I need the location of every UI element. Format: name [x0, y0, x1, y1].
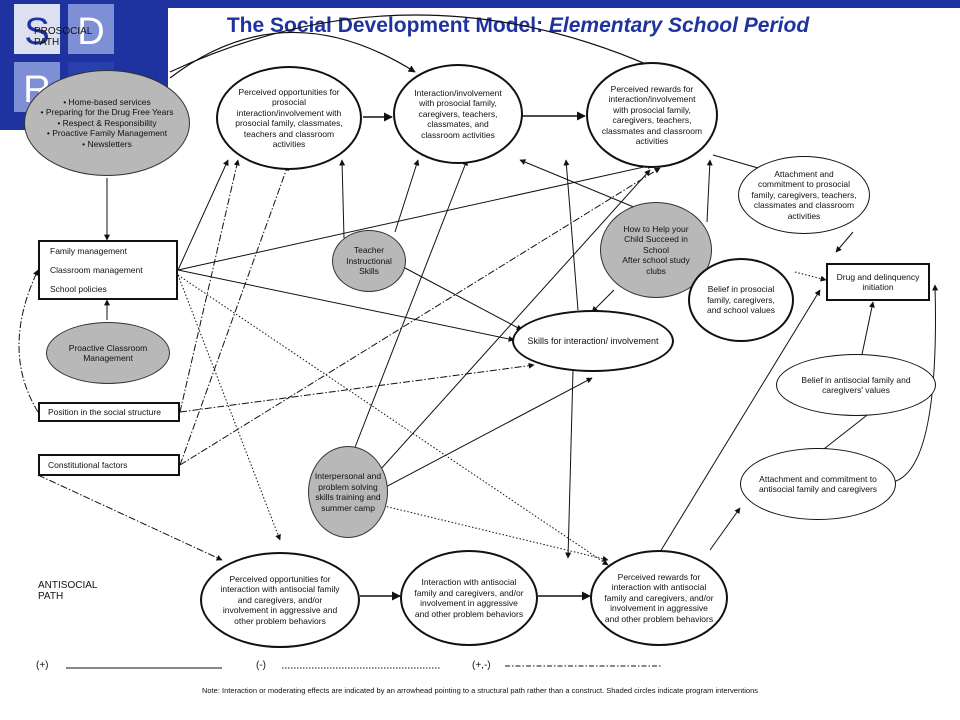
intervention-interpersonal-skills: Interpersonal and problem solving skills… [308, 446, 388, 538]
logo-letter-s: S [24, 11, 49, 53]
intervention-teacher-skills: Teacher Instructional Skills [332, 230, 406, 292]
antisocial-path-label: ANTISOCIAL PATH [38, 580, 98, 602]
attachment-antisocial: Attachment and commitment to antisocial … [740, 448, 896, 520]
intervention-home-based-services: • Home-based services • Preparing for th… [24, 70, 190, 176]
position-social-structure: Position in the social structure [38, 402, 180, 422]
perceived-opportunities-prosocial: Perceived opportunities for prosocial in… [216, 66, 362, 170]
perceived-opportunities-antisocial: Perceived opportunities for interaction … [200, 552, 360, 648]
interaction-prosocial: Interaction/involvement with prosocial f… [393, 64, 523, 164]
perceived-rewards-prosocial: Perceived rewards for interaction/involv… [586, 62, 718, 168]
logo-letter-d: D [77, 11, 104, 53]
legend-negative: (-) [256, 660, 266, 671]
attachment-prosocial: Attachment and commitment to prosocial f… [738, 156, 870, 234]
school-policies-label: School policies [50, 284, 107, 294]
belief-antisocial: Belief in antisocial family and caregive… [776, 354, 936, 416]
interaction-antisocial: Interaction with antisocial family and c… [400, 550, 538, 646]
family-management-label: Family management [50, 246, 128, 256]
perceived-rewards-antisocial: Perceived rewards for interaction with a… [590, 550, 728, 646]
skills-for-interaction: Skills for interaction/ involvement [512, 310, 674, 372]
footnote: Note: Interaction or moderating effects … [201, 686, 758, 695]
management-box: Family management Classroom management S… [38, 240, 178, 300]
classroom-management-label: Classroom management [50, 265, 143, 275]
intervention-proactive-classroom: Proactive Classroom Management [46, 322, 170, 384]
title-main: The Social Development Model: [226, 14, 549, 37]
drug-delinquency-initiation: Drug and delinquency initiation [826, 263, 930, 301]
legend-mixed: (+,-) [472, 660, 491, 671]
legend-positive: (+) [36, 660, 49, 671]
page-title: The Social Development Model: Elementary… [168, 14, 868, 38]
constitutional-factors: Constitutional factors [38, 454, 180, 476]
title-sub: Elementary School Period [548, 14, 810, 37]
prosocial-path-label: PROSOCIAL PATH [34, 26, 92, 48]
belief-prosocial: Belief in prosocial family, caregivers, … [688, 258, 794, 342]
